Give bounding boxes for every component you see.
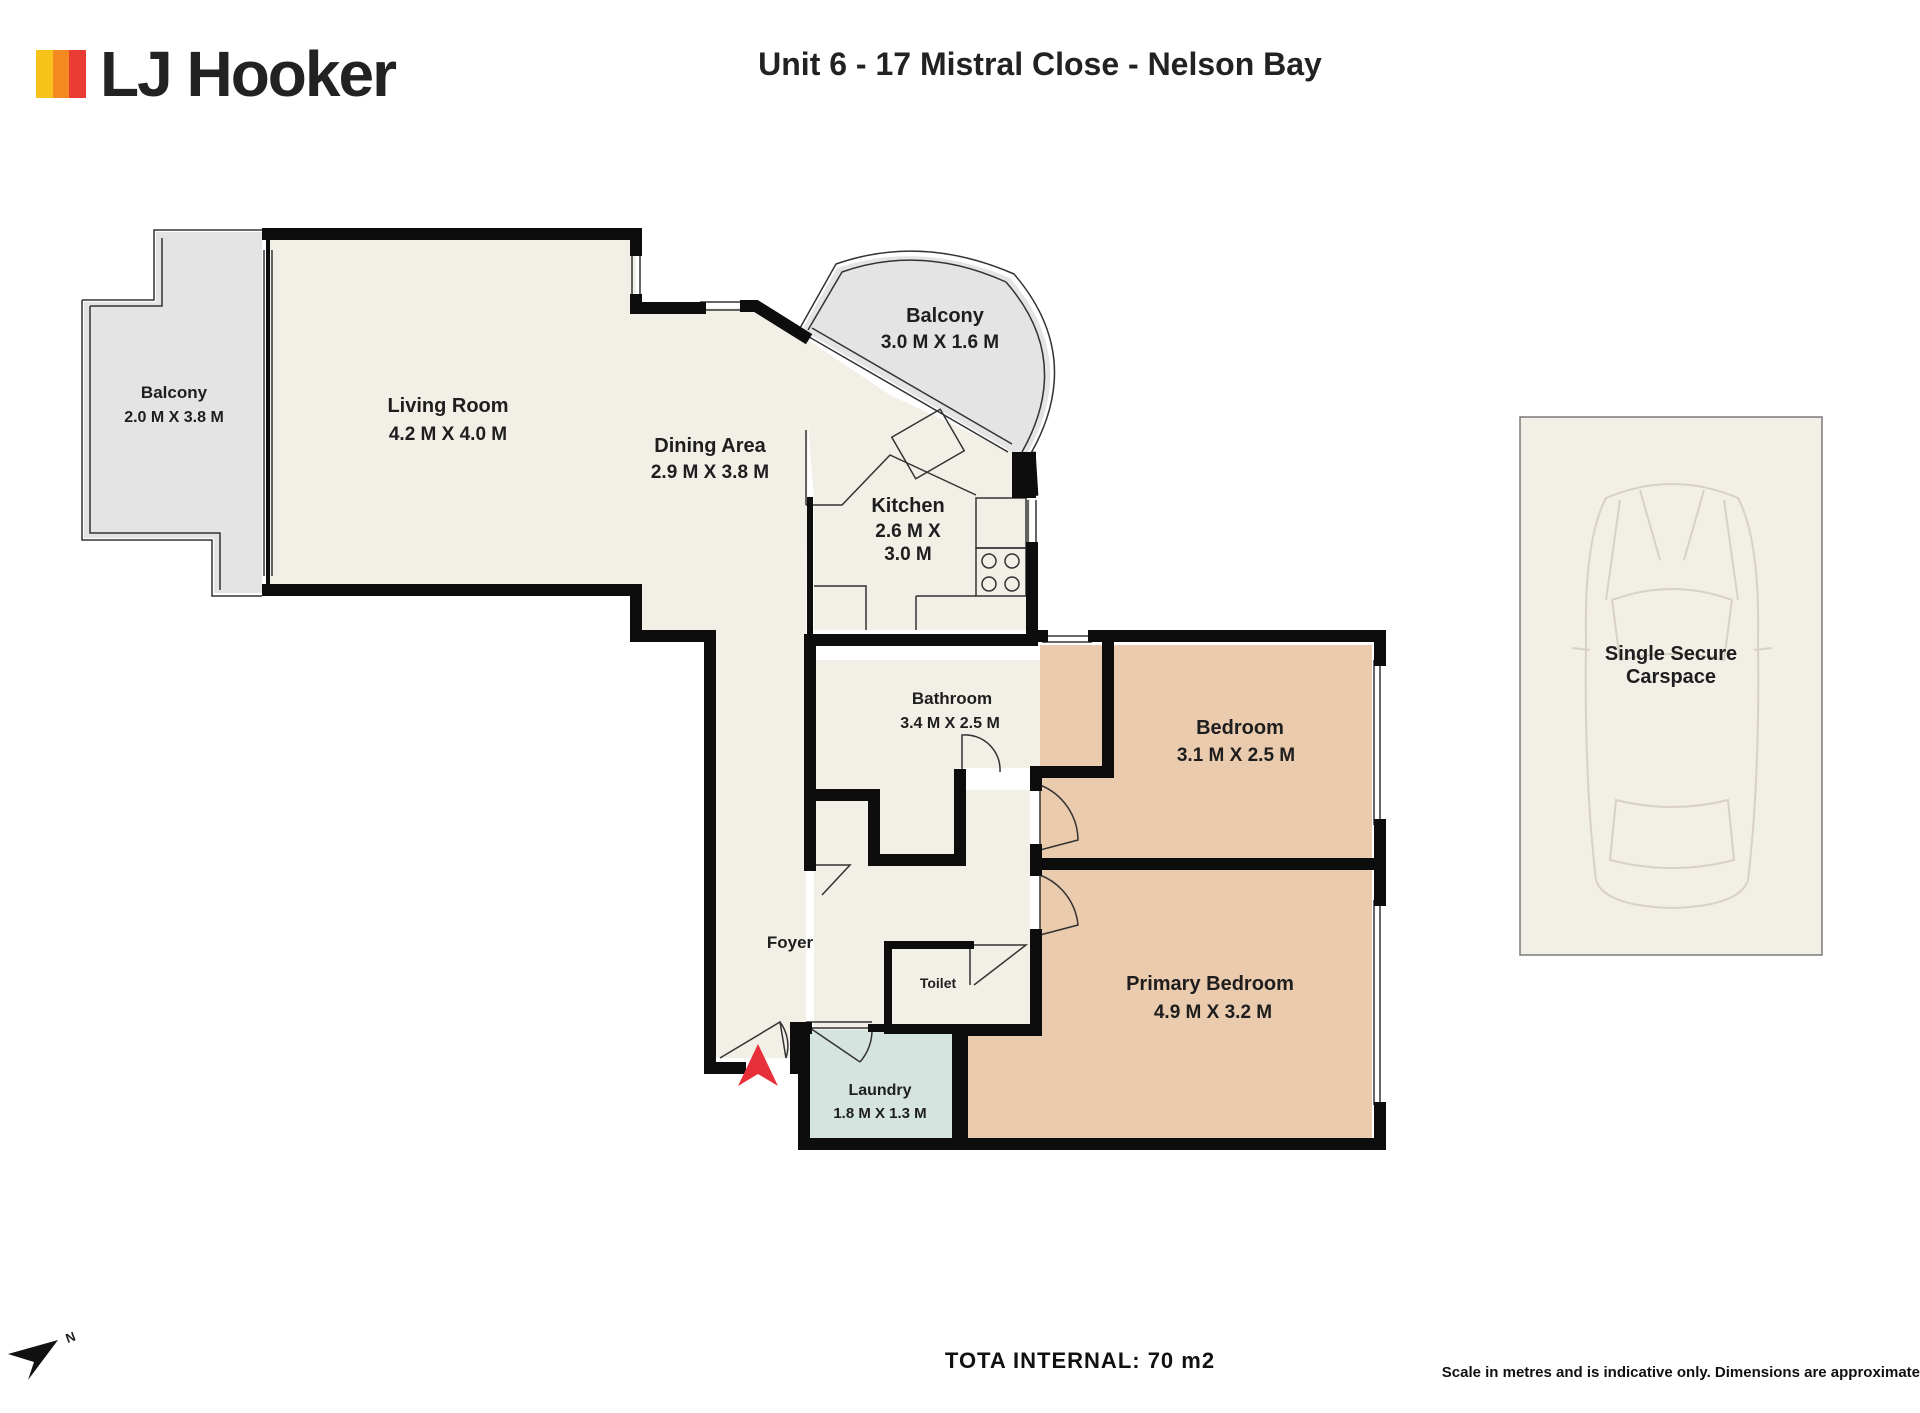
door-swing-toilet — [969, 944, 1029, 986]
balcony-west-label: Balcony — [141, 383, 208, 402]
door-swing-bed — [1039, 784, 1079, 851]
kitchen-east-window — [1027, 500, 1037, 546]
living-west-window — [263, 250, 273, 576]
kitchen-dims-line1: 2.6 M X — [875, 521, 941, 542]
laundry-dims: 1.8 M X 1.3 M — [833, 1105, 926, 1122]
balcony-west-floor — [84, 232, 262, 593]
kitchen-sink — [890, 408, 966, 480]
dining-north-window — [700, 301, 746, 311]
bedroom-dims: 3.1 M X 2.5 M — [1177, 745, 1295, 766]
living-north-window — [631, 252, 641, 296]
door-swing-primary — [1039, 870, 1079, 936]
car-icon — [1571, 483, 1773, 910]
door-swing-bath2 — [816, 864, 852, 896]
dining-area-dims: 2.9 M X 3.8 M — [651, 462, 769, 483]
wall-laundry-outer — [798, 1022, 1386, 1150]
kitchen-bench-line — [814, 585, 976, 630]
bedroom-label: Bedroom — [1196, 717, 1284, 739]
cooktop-burner — [1004, 553, 1020, 569]
bathroom-label: Bathroom — [912, 689, 992, 708]
room-fills — [84, 232, 1372, 1138]
bedroom-north-window — [1042, 635, 1092, 643]
laundry-floor — [804, 1030, 954, 1138]
room-labels: Balcony 2.0 M X 3.8 M Living Room 4.2 M … — [124, 305, 1295, 1122]
primary-east-window — [1373, 900, 1381, 1105]
total-internal-area: TOTA INTERNAL: 70 m2 — [944, 1348, 1216, 1373]
compass-north-icon: N — [8, 1329, 77, 1380]
balcony-curved-label: Balcony — [906, 305, 985, 327]
entry-arrow-icon — [738, 1044, 778, 1086]
living-room-dims: 4.2 M X 4.0 M — [389, 424, 507, 445]
bedroom-floor — [1040, 645, 1372, 860]
dining-area-label: Dining Area — [654, 435, 766, 457]
door-swing-entry — [719, 1020, 789, 1059]
primary-bedroom-dims: 4.9 M X 3.2 M — [1154, 1002, 1272, 1023]
thin-lines — [81, 229, 1381, 1105]
carspace: Single Secure Carspace — [1519, 416, 1823, 956]
primary-bedroom-floor — [962, 870, 1372, 1138]
toilet-label: Toilet — [920, 975, 957, 991]
carspace-label-line2: Carspace — [1626, 666, 1716, 688]
wall-living-north-stub — [630, 294, 706, 314]
kitchen-dims-line2: 3.0 M — [884, 544, 932, 565]
carspace-label-line1: Single Secure — [1605, 643, 1737, 665]
cooktop-burner — [981, 553, 997, 569]
laundry-window — [806, 1021, 872, 1029]
cooktop-burner — [1004, 576, 1020, 592]
brand-name: LJ Hooker — [100, 38, 397, 110]
living-dining-foyer-floor — [268, 238, 890, 1058]
toilet-floor — [892, 950, 1030, 1020]
living-room-label: Living Room — [387, 395, 508, 417]
wall-bath-bed — [1034, 636, 1114, 778]
primary-bedroom-label: Primary Bedroom — [1126, 973, 1294, 995]
foyer-label: Foyer — [767, 933, 814, 952]
wall-bath-inner — [804, 769, 966, 866]
balcony-curved-rail — [799, 250, 1056, 456]
door-swing-bath — [961, 734, 1001, 773]
wall-living-north — [262, 228, 642, 256]
balcony-west-outline — [81, 229, 262, 597]
bathroom-dims: 3.4 M X 2.5 M — [900, 715, 1000, 732]
wall-dining-north — [740, 300, 813, 345]
wall-living-south — [262, 584, 746, 1074]
kitchen-label: Kitchen — [871, 495, 944, 517]
wall-bedroom-east — [1088, 630, 1386, 666]
compass-letter: N — [64, 1329, 78, 1346]
scale-disclaimer: Scale in metres and is indicative only. … — [1441, 1364, 1920, 1381]
logo-bars-icon — [36, 50, 87, 98]
balcony-curved-rail-inner — [807, 259, 1046, 453]
balcony-curved-dims: 3.0 M X 1.6 M — [881, 332, 999, 353]
kitchen-partition — [805, 430, 977, 506]
wall-hall-east — [956, 766, 1042, 1146]
carspace-outline — [1519, 416, 1823, 956]
walls — [262, 228, 1386, 1150]
wall-corner-block — [1012, 452, 1036, 498]
balcony-curved-floor — [802, 256, 1051, 452]
balcony-west-dims: 2.0 M X 3.8 M — [124, 409, 224, 426]
brand-logo: LJ Hooker — [36, 38, 397, 110]
balcony-west-inner — [89, 238, 221, 590]
cooktop-burner — [981, 576, 997, 592]
bedroom-east-window — [1373, 660, 1381, 825]
balcony-curved-door — [803, 327, 1013, 453]
property-title: Unit 6 - 17 Mistral Close - Nelson Bay — [758, 46, 1322, 82]
kitchen-floor — [808, 395, 1030, 630]
laundry-label: Laundry — [848, 1082, 911, 1099]
